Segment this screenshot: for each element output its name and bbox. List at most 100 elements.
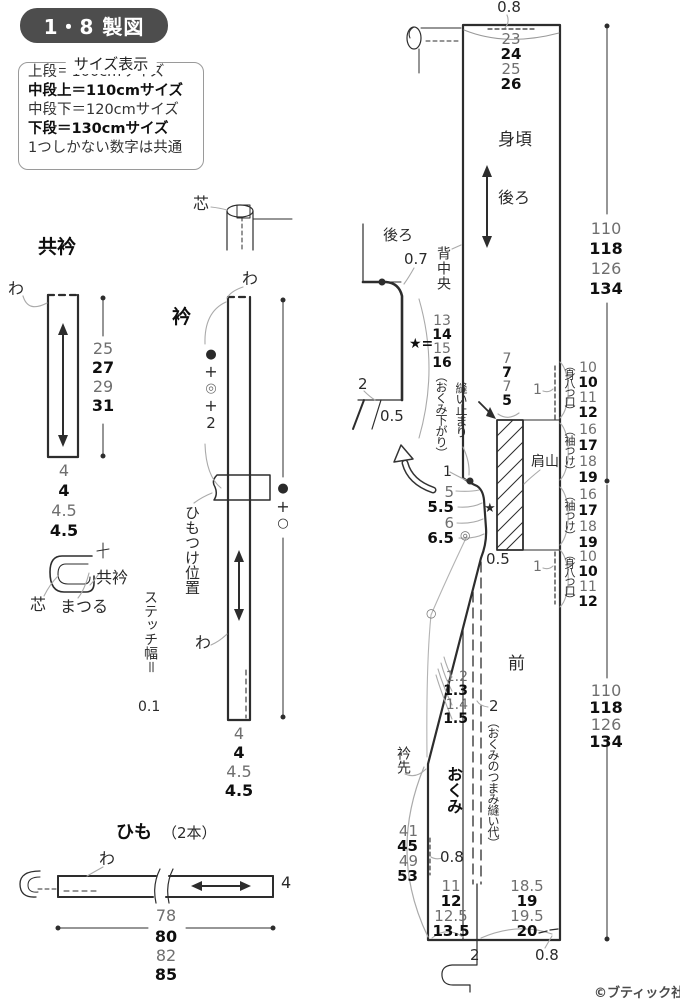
matsuru-label: まつる: [60, 597, 109, 616]
okumi-width-100: 11: [441, 877, 461, 895]
page-title: 1・8 製図: [20, 8, 168, 43]
himo-count: （2本）: [162, 824, 217, 842]
front-width-110: 19: [516, 892, 538, 910]
eri-piece: [193, 204, 293, 722]
neck-1: 1: [443, 464, 452, 480]
okumi-label: おくみ: [444, 766, 463, 814]
himo-fold-label: わ: [99, 849, 116, 868]
eri-title: 衿: [172, 306, 192, 328]
front-edge-110: 1.3: [443, 683, 468, 699]
front-width-130: 20: [516, 922, 538, 940]
okumi-drop-110: 14: [432, 327, 452, 343]
sodetsuke-1-120: 18: [579, 454, 597, 470]
front-width-100: 18.5: [510, 877, 544, 895]
himo-len-100: 78: [155, 906, 177, 925]
miyatsuguchi-2-100: 10: [579, 549, 597, 565]
sodetsuke-2-100: 16: [579, 487, 597, 503]
sodetsuke-1-label: （袖つけ）: [563, 425, 576, 475]
okumi-drop-120: 15: [433, 341, 451, 357]
kyoeri-piece: [22, 293, 106, 459]
kyoeri-w-120: 4.5: [51, 501, 77, 520]
front-width-120: 19.5: [510, 907, 544, 925]
miyatsuguchi-2-130: 12: [578, 594, 598, 610]
stitch-width-value: 0.1: [138, 699, 161, 715]
sodetsuke-2-130: 19: [578, 535, 598, 551]
magnify-arrow: [393, 444, 437, 494]
migoro-label: 身頃: [498, 130, 532, 150]
hem-edge-130: 53: [397, 867, 418, 885]
hem-edge-110: 45: [397, 837, 418, 855]
kyoeri-len-130: 31: [91, 396, 115, 415]
okumi-drop-label: （おくみ下がり）: [434, 370, 448, 458]
okumi-width-110: 12: [440, 892, 462, 910]
kyoeri-len-120: 29: [92, 377, 114, 396]
eri-formula-plus2: +: [204, 396, 218, 415]
erisaki-label: 衿先: [395, 746, 411, 774]
hem-edge-120: 49: [398, 852, 418, 870]
length1-130: 134: [589, 279, 623, 298]
top-width-120: 25: [501, 60, 521, 78]
himo-piece: [19, 866, 276, 931]
okumi-hem-08: 0.8: [440, 848, 464, 866]
page-title-text: 1・8 製図: [43, 15, 145, 39]
length2-120: 126: [590, 715, 622, 734]
sodetsuke-2-label: （袖つけ）: [563, 490, 576, 540]
dbl-circle-mark: ◎: [460, 528, 471, 542]
detail-07: 0.7: [404, 250, 428, 268]
band-100: 7: [502, 351, 512, 367]
eri-measure-circle: ○: [277, 516, 289, 531]
length1-110: 118: [589, 239, 623, 258]
eri-fold-top: わ: [242, 269, 259, 288]
miyatsuguchi-2-120: 11: [579, 579, 597, 595]
tuck-2: 2: [489, 697, 499, 715]
eri-fold-mid: わ: [195, 633, 212, 652]
sodetsuke-2-110: 17: [578, 503, 598, 519]
okumi-width-120: 12.5: [434, 907, 468, 925]
miyatsuguchi-2-110: 10: [578, 564, 598, 580]
kyoeri-title: 共衿: [38, 236, 77, 258]
sodetsuke-1-110: 17: [578, 438, 598, 454]
bottom-2: 2: [470, 946, 480, 964]
kyoeri-w-110: 4: [58, 481, 70, 500]
himo-title: ひも: [116, 822, 152, 843]
size-legend: サイズ表示 上段＝100cmサイズ 中段上＝110cmサイズ 中段下＝120cm…: [18, 53, 204, 170]
ushiro-label: 後ろ: [498, 188, 531, 207]
size-legend-row-130: 下段＝130cmサイズ: [28, 121, 169, 137]
kyoeri-w-100: 4: [58, 461, 70, 480]
length1-120: 126: [590, 259, 622, 278]
band-120: 7: [502, 379, 512, 395]
miyatsuguchi-2-label: （身八つ口）: [563, 549, 576, 603]
sewing-stop-label: 縫い止まり: [454, 382, 468, 437]
band-110: 7: [502, 365, 512, 381]
front-annotations-dark: [429, 837, 559, 993]
kyoeri-w-130: 4.5: [49, 521, 79, 540]
size-legend-title: サイズ表示: [65, 53, 157, 74]
kyoeri-label-2: 共衿: [96, 568, 129, 587]
copyright-notice: ©ブティック社: [594, 986, 680, 1000]
sodetsuke-2-120: 18: [579, 519, 597, 535]
hem-edge-100: 41: [398, 822, 418, 840]
length2-100: 110: [590, 681, 622, 700]
himo-len-130: 85: [154, 965, 178, 984]
band-130: 5: [502, 393, 512, 409]
size-legend-row-note: 1つしかない数字は共通: [28, 140, 183, 156]
eri-measure-plus: +: [276, 497, 290, 516]
eri-measure-dot: ●: [277, 481, 289, 496]
band-05: 0.5: [486, 550, 510, 568]
center-back-label: 背中央: [435, 246, 451, 291]
front-edge-100: 1.2: [445, 669, 468, 685]
star-mark: ★: [484, 501, 496, 516]
okumi-drop-100: 13: [433, 313, 451, 329]
size-legend-row-110: 中段上＝110cmサイズ: [28, 83, 184, 99]
detail-ushiro-label: 後ろ: [383, 226, 414, 244]
tuck-label: （おくみのつまみ縫い代）: [486, 716, 500, 848]
eri-formula-dblcircle: ◎: [205, 381, 217, 396]
kyoeri-fold-label: わ: [8, 279, 25, 298]
detail-05: 0.5: [380, 407, 404, 425]
length2-110: 118: [589, 698, 623, 717]
neck-130: 6.5: [427, 529, 454, 547]
kyoeri-len-100: 25: [92, 339, 114, 358]
eri-w-120: 4.5: [226, 762, 252, 781]
